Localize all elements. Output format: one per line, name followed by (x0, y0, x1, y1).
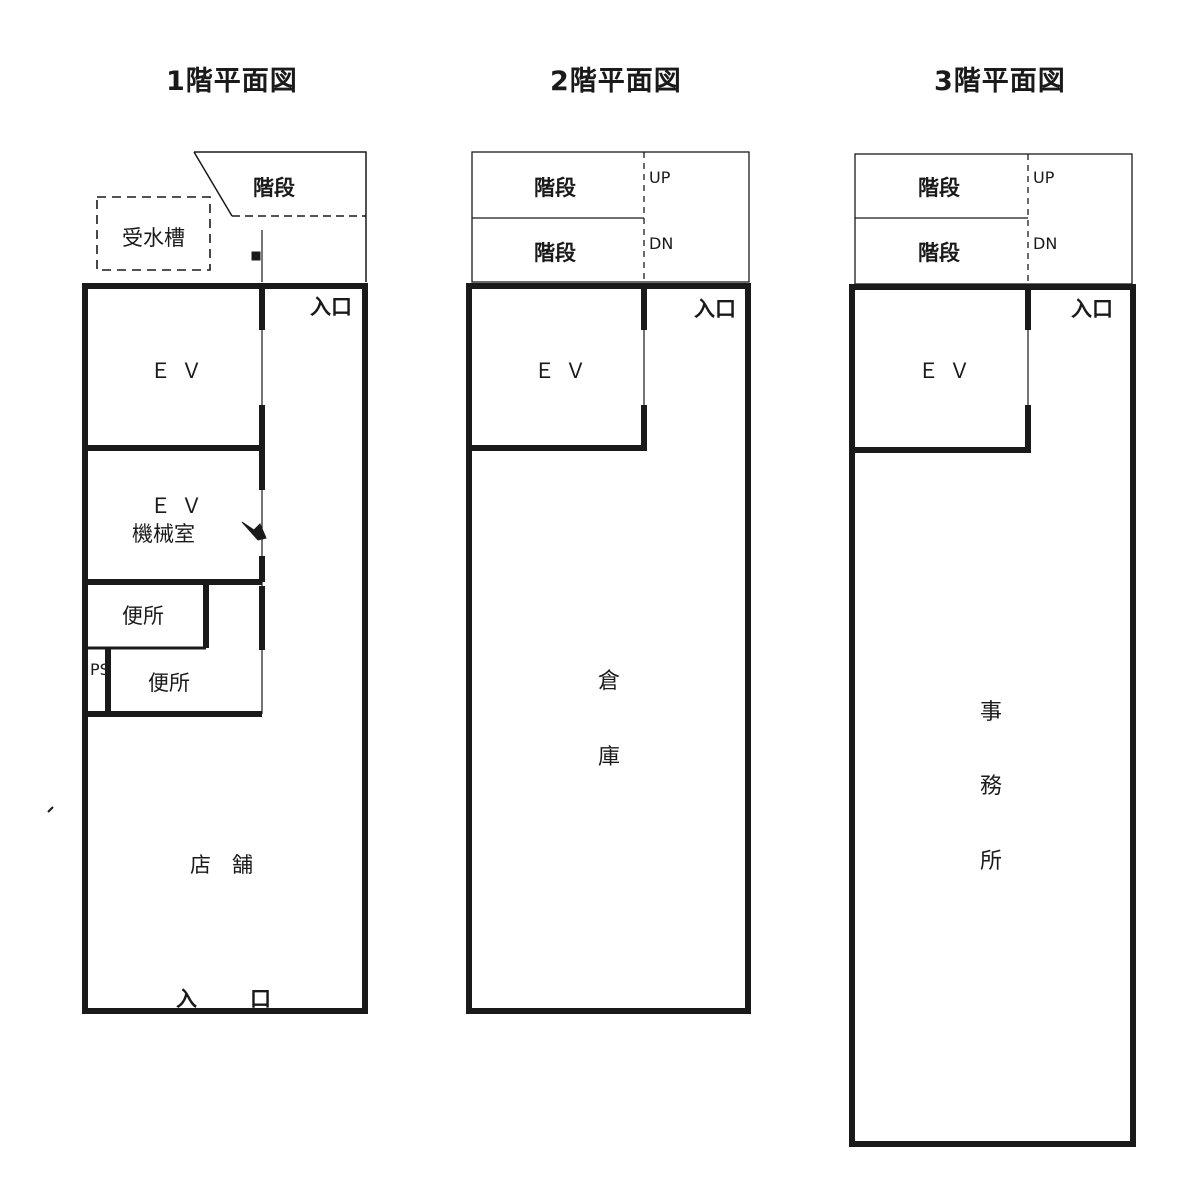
floor-1-shop-label: 店 舗 (190, 853, 253, 877)
floor-2-ev-label: ＥＶ (534, 359, 596, 383)
floor-3-ev-label: ＥＶ (918, 359, 980, 383)
floor-3-office-label-3: 所 (980, 849, 1003, 874)
floor-3-up-label: UP (1033, 168, 1055, 187)
floor-1-ps-label: PS (90, 660, 110, 679)
floor-2-warehouse-label-2: 庫 (598, 745, 621, 770)
floor-1-ev-machine-label-2: 機械室 (132, 522, 195, 546)
floor-3-outer-wall (849, 284, 1136, 1147)
floor-3-stairs-dn-label: 階段 (918, 241, 960, 265)
floor-2-stairs-dn-label: 階段 (534, 241, 576, 265)
floor-1-water-tank-label: 受水槽 (122, 226, 185, 250)
floor-2-dn-label: DN (649, 234, 674, 253)
floor-2-stair-block (471, 151, 750, 283)
floor-1-front-entrance-label-2: 口 (250, 987, 271, 1011)
floor-1-scribble-2 (241, 521, 267, 541)
floor-1-stairs-label: 階段 (253, 176, 295, 200)
floor-3-plan (849, 153, 1136, 1147)
floor-3-dn-label: DN (1033, 234, 1058, 253)
floor-1-outer-wall (82, 283, 368, 1014)
floor-1-mark (47, 806, 54, 813)
floor-1-toilet-1-label: 便所 (122, 604, 164, 628)
floor-1-scribble-1 (251, 251, 261, 261)
floor-1-title: 1階平面図 (166, 66, 298, 97)
floor-2-outer-wall (466, 283, 751, 1014)
floor-2-warehouse-label-1: 倉 (598, 669, 621, 694)
floor-3-stairs-up-label: 階段 (918, 176, 960, 200)
floor-3-office-label-2: 務 (980, 774, 1003, 799)
floor-1-ev-label: ＥＶ (150, 359, 212, 383)
floor-1-ev-machine-label-1: ＥＶ (150, 494, 212, 518)
floor-2-up-label: UP (649, 168, 671, 187)
floor-2-plan (466, 151, 751, 1014)
floor-3-title: 3階平面図 (934, 66, 1066, 97)
floor-2-entrance-label: 入口 (694, 297, 736, 321)
floor-1-water-tank-outline (96, 196, 211, 271)
floor-1-toilet-2-label: 便所 (148, 671, 190, 695)
floor-1-front-entrance-label-1: 入 (176, 987, 197, 1011)
floor-1-side-entrance-label: 入口 (310, 295, 352, 319)
floor-2-stairs-up-label: 階段 (534, 176, 576, 200)
floor-3-stair-block (854, 153, 1133, 285)
floor-2-title: 2階平面図 (550, 66, 682, 97)
floor-1-plan (47, 151, 368, 1014)
floor-3-office-label-1: 事 (980, 700, 1003, 725)
floor-1-stair-outline (193, 151, 367, 282)
floor-3-entrance-label: 入口 (1071, 297, 1113, 321)
